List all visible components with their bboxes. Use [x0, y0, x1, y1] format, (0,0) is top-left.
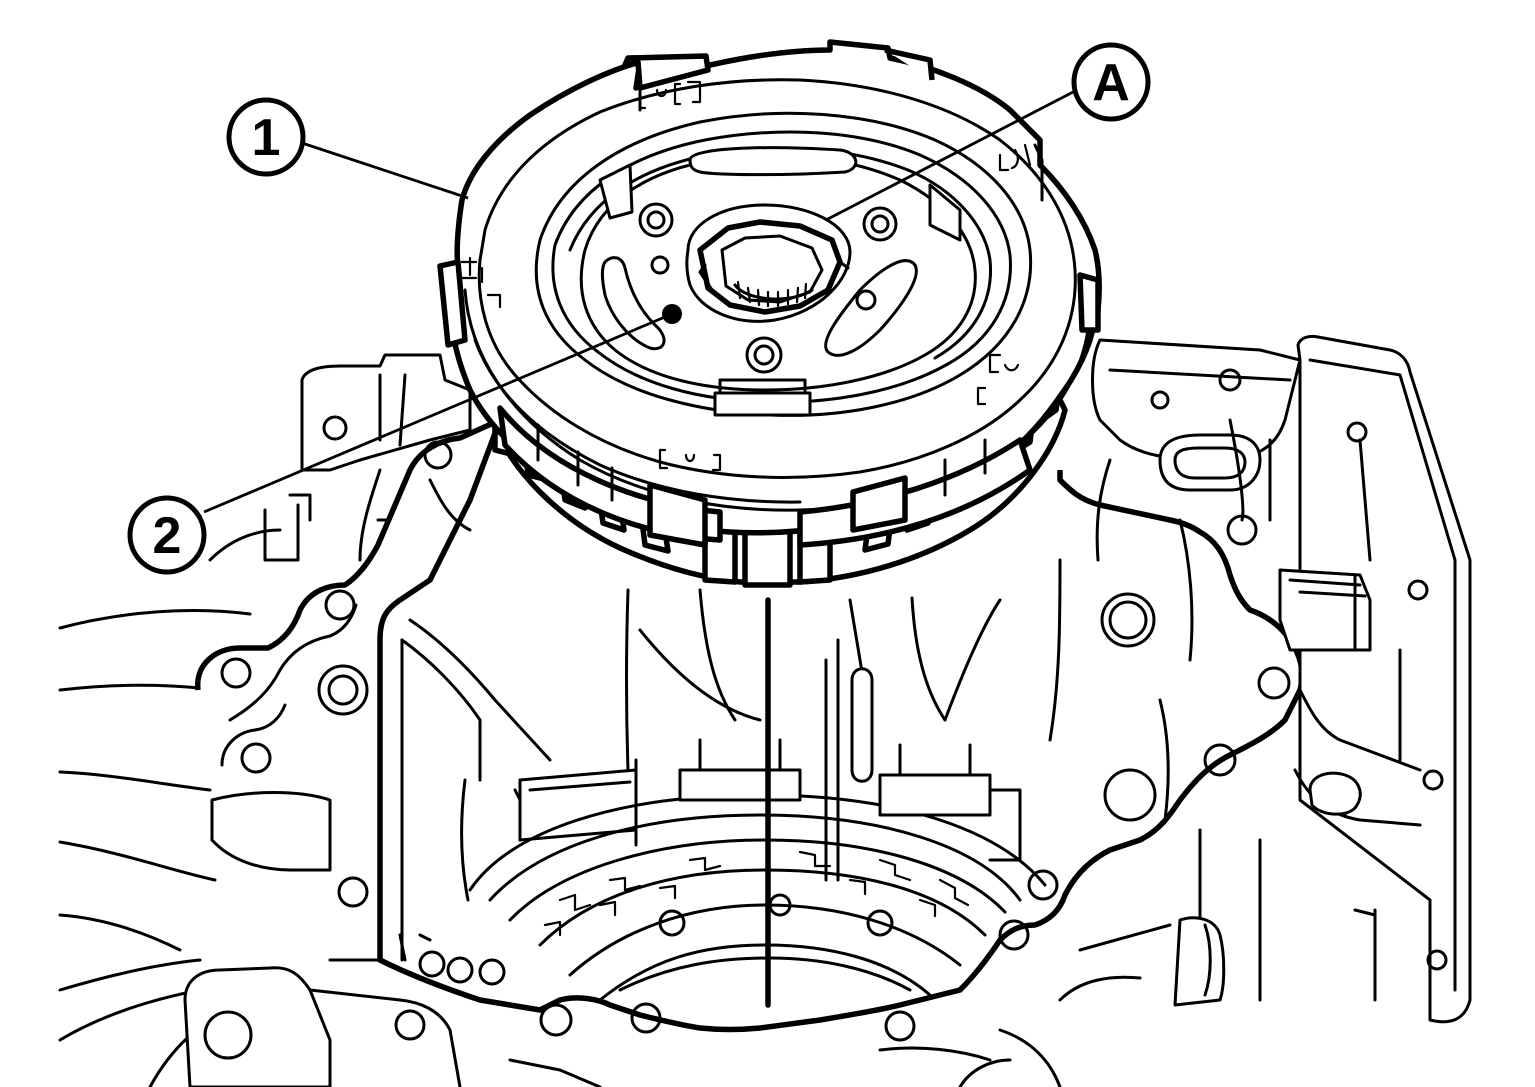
callout-2: 2 — [127, 495, 207, 575]
transmission-case — [58, 334, 1472, 1087]
leader-line-2 — [203, 312, 673, 514]
callout-2-label: 2 — [153, 507, 182, 565]
rim-stamps — [460, 80, 1032, 472]
clutch-assembly — [437, 39, 1102, 588]
callout-1: 1 — [226, 97, 306, 177]
callout-1-label: 1 — [252, 109, 281, 167]
callout-a: A — [1071, 42, 1151, 122]
leader-line-1 — [301, 141, 469, 200]
callout-a-label: A — [1092, 54, 1130, 112]
leader-line-a — [825, 88, 1078, 222]
